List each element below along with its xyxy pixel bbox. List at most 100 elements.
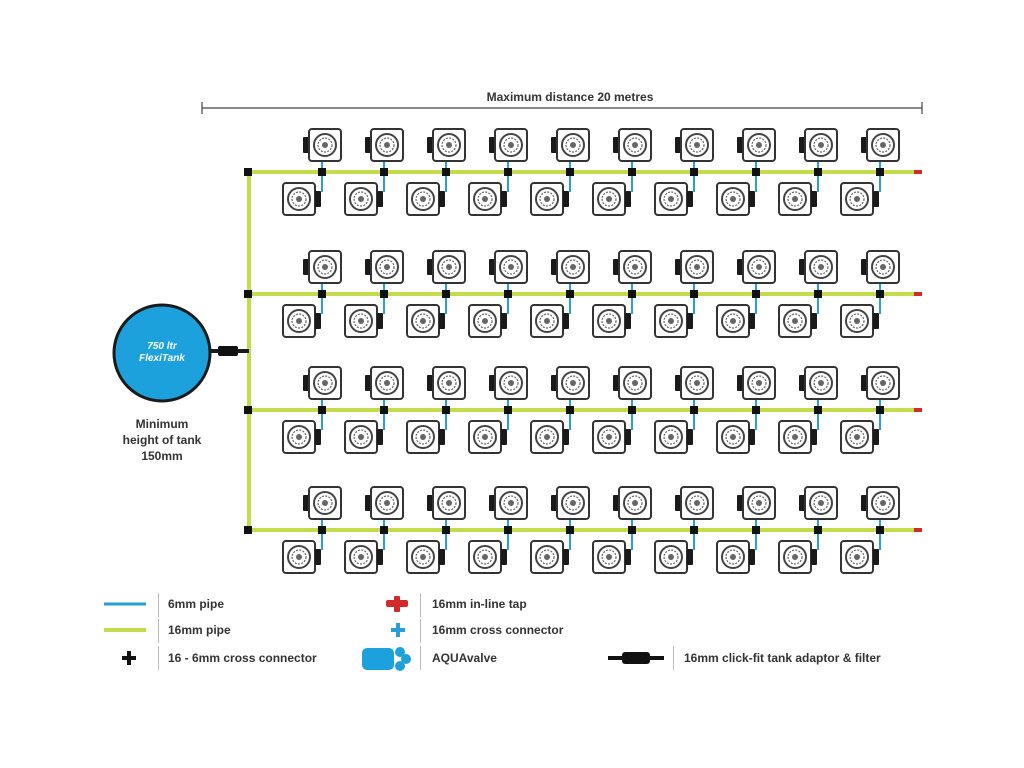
cross-connector bbox=[628, 168, 636, 176]
pot-icon bbox=[530, 304, 570, 338]
pot-icon bbox=[736, 486, 776, 520]
pot-icon bbox=[550, 250, 590, 284]
pot-icon bbox=[798, 128, 838, 162]
pot-icon bbox=[798, 366, 838, 400]
pot-icon bbox=[612, 128, 652, 162]
pot-icon bbox=[674, 250, 714, 284]
pot-icon bbox=[364, 366, 404, 400]
inline-tap-icon bbox=[914, 292, 922, 296]
inline-tap-icon bbox=[914, 170, 922, 174]
distance-label: Maximum distance 20 metres bbox=[487, 90, 654, 104]
cross-16-6mm-icon bbox=[122, 651, 136, 665]
pot-icon bbox=[798, 486, 838, 520]
pot-icon bbox=[344, 420, 384, 454]
pot-icon bbox=[778, 182, 818, 216]
pot-icon bbox=[302, 366, 342, 400]
cross-connector bbox=[814, 526, 822, 534]
tank-capacity: 750 ltr bbox=[147, 341, 178, 352]
pot-icon bbox=[592, 182, 632, 216]
inline-tap-icon bbox=[914, 528, 922, 532]
pot-icon bbox=[530, 420, 570, 454]
tank-icon bbox=[112, 303, 249, 403]
pot-icon bbox=[550, 366, 590, 400]
pot-icon bbox=[364, 486, 404, 520]
pot-icon bbox=[468, 420, 508, 454]
pot-icon bbox=[840, 540, 880, 574]
cross-connector bbox=[876, 526, 884, 534]
pot-icon bbox=[736, 366, 776, 400]
cross-connector bbox=[690, 406, 698, 414]
pot-icon bbox=[530, 182, 570, 216]
pot-icon bbox=[426, 486, 466, 520]
tank-note-line3: 150mm bbox=[141, 449, 182, 463]
pot-icon bbox=[860, 486, 900, 520]
pot-icon bbox=[798, 250, 838, 284]
pot-icon bbox=[716, 540, 756, 574]
pot-icon bbox=[674, 366, 714, 400]
legend-pipe-6mm: 6mm pipe bbox=[168, 597, 225, 611]
row-junction bbox=[244, 168, 252, 176]
pot-icon bbox=[406, 304, 446, 338]
pot-icon bbox=[550, 128, 590, 162]
cross-connector bbox=[814, 168, 822, 176]
pot-icon bbox=[716, 420, 756, 454]
cross-connector bbox=[814, 290, 822, 298]
cross-connector bbox=[442, 168, 450, 176]
pot-icon bbox=[488, 366, 528, 400]
pot-icon bbox=[364, 128, 404, 162]
tank-note-line2: height of tank bbox=[123, 433, 202, 447]
aquavalve-icon bbox=[362, 647, 411, 671]
cross-connector bbox=[380, 290, 388, 298]
pot-icon bbox=[716, 304, 756, 338]
cross-connector bbox=[628, 290, 636, 298]
pot-icon bbox=[736, 128, 776, 162]
pot-icon bbox=[716, 182, 756, 216]
pot-icon bbox=[282, 420, 322, 454]
legend-tank-adaptor: 16mm click-fit tank adaptor & filter bbox=[684, 651, 881, 665]
cross-connector bbox=[566, 168, 574, 176]
pot-icon bbox=[530, 540, 570, 574]
tank-adaptor-icon bbox=[608, 652, 664, 664]
pot-icon bbox=[468, 304, 508, 338]
pot-icon bbox=[426, 366, 466, 400]
legend-pipe-16mm: 16mm pipe bbox=[168, 623, 231, 637]
cross-connector bbox=[752, 406, 760, 414]
legend-cross-16-6mm: 16 - 6mm cross connector bbox=[168, 651, 317, 665]
pot-icon bbox=[282, 304, 322, 338]
pot-icon bbox=[468, 540, 508, 574]
cross-connector bbox=[752, 168, 760, 176]
pot-icon bbox=[364, 250, 404, 284]
cross-connector bbox=[504, 290, 512, 298]
inline-tap-icon bbox=[386, 596, 408, 612]
legend-cross-16mm: 16mm cross connector bbox=[432, 623, 564, 637]
tank-name: FlexiTank bbox=[139, 353, 185, 364]
row-junction bbox=[244, 526, 252, 534]
pot-icon bbox=[592, 420, 632, 454]
cross-connector bbox=[318, 168, 326, 176]
pot-icon bbox=[778, 540, 818, 574]
pot-icon bbox=[282, 182, 322, 216]
cross-connector bbox=[814, 406, 822, 414]
pot-icon bbox=[674, 486, 714, 520]
pot-icon bbox=[840, 304, 880, 338]
cross-connector bbox=[380, 406, 388, 414]
cross-connector bbox=[380, 526, 388, 534]
pot-rows bbox=[244, 128, 922, 574]
pot-icon bbox=[406, 182, 446, 216]
pot-icon bbox=[736, 250, 776, 284]
pot-icon bbox=[426, 128, 466, 162]
row-junction bbox=[244, 290, 252, 298]
cross-connector bbox=[876, 290, 884, 298]
cross-connector bbox=[690, 290, 698, 298]
cross-connector bbox=[442, 290, 450, 298]
pot-icon bbox=[282, 540, 322, 574]
cross-16mm-icon bbox=[391, 623, 405, 637]
row-junction bbox=[244, 406, 252, 414]
pot-icon bbox=[344, 304, 384, 338]
pot-icon bbox=[778, 420, 818, 454]
pot-icon bbox=[654, 420, 694, 454]
legend-aquavalve: AQUAvalve bbox=[432, 651, 497, 665]
pot-icon bbox=[302, 128, 342, 162]
pot-icon bbox=[344, 182, 384, 216]
